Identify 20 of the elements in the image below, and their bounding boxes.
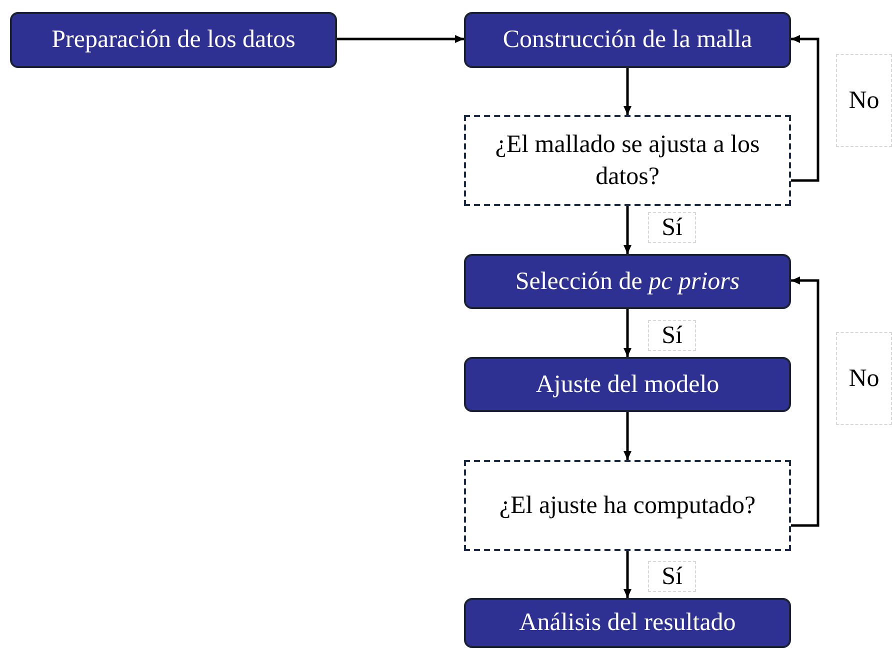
decision-box: ¿El ajuste ha computado? (464, 460, 791, 551)
edge-label: Sí (648, 212, 696, 243)
edge-label: Sí (648, 320, 696, 351)
edge-label: No (836, 332, 892, 425)
arrow (624, 68, 632, 115)
process-box: Análisis del resultado (464, 598, 791, 648)
arrow (791, 276, 820, 527)
process-box: Construcción de la malla (464, 12, 791, 68)
decision-box: ¿El mallado se ajusta a los datos? (464, 115, 791, 206)
arrow (791, 35, 820, 182)
arrow (624, 206, 632, 254)
process-box: Selección de pc priors (464, 254, 791, 309)
arrow (337, 35, 464, 43)
arrow (624, 309, 632, 357)
arrow (624, 551, 632, 598)
arrow (624, 412, 632, 460)
edge-label: No (836, 54, 892, 147)
process-box: Preparación de los datos (10, 12, 337, 68)
process-box: Ajuste del modelo (464, 357, 791, 412)
edge-label: Sí (648, 561, 696, 592)
